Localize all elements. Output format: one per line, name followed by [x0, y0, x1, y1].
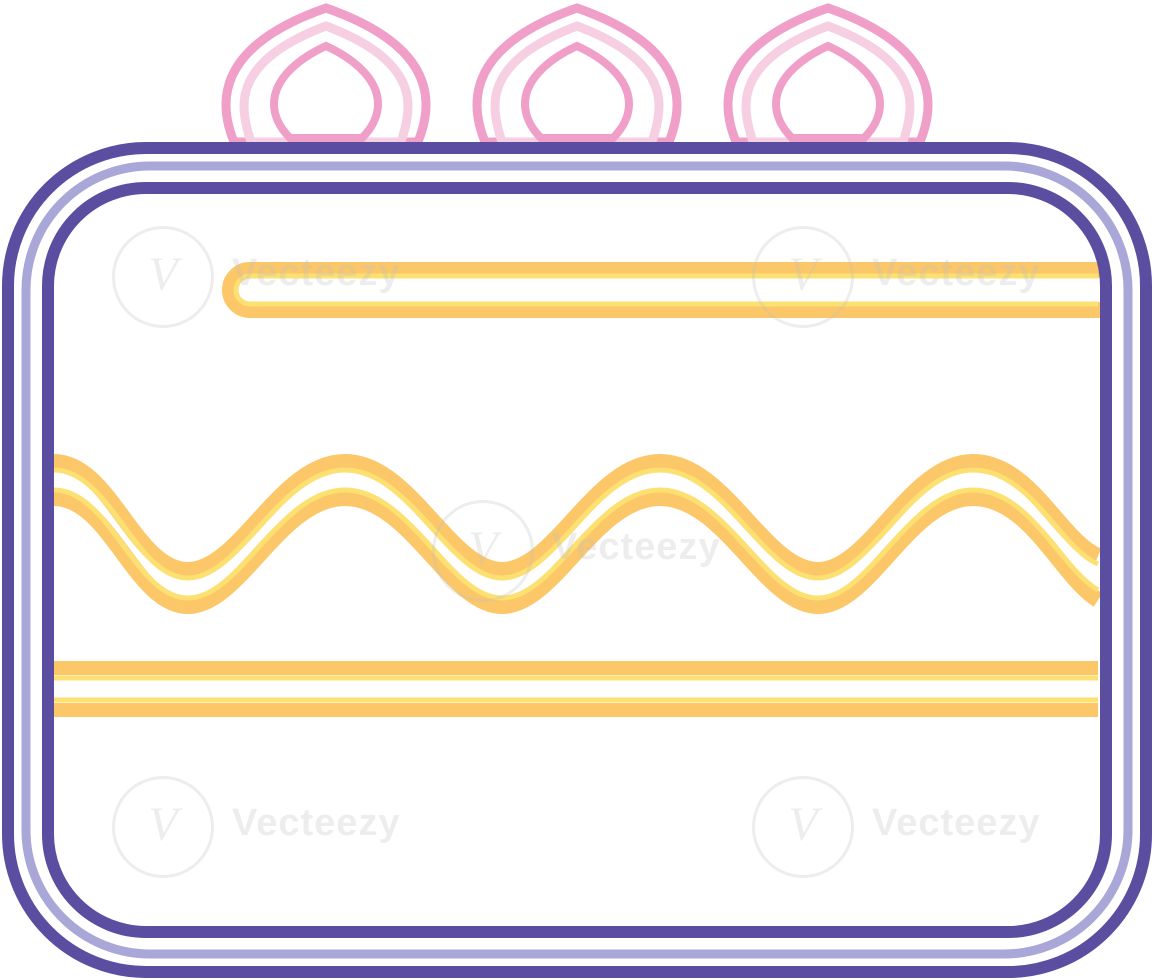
flame-left-icon	[221, 3, 431, 147]
flame-right-icon	[723, 3, 933, 147]
wavy-frosting-layer	[53, 453, 1103, 615]
cake-frosting	[53, 262, 1106, 717]
bottom-frosting-stripe	[54, 661, 1098, 717]
candle-flames	[221, 3, 933, 147]
top-frosting-stripe	[222, 262, 1106, 318]
cake-frame	[2, 142, 1152, 978]
flame-middle-icon	[472, 3, 682, 147]
